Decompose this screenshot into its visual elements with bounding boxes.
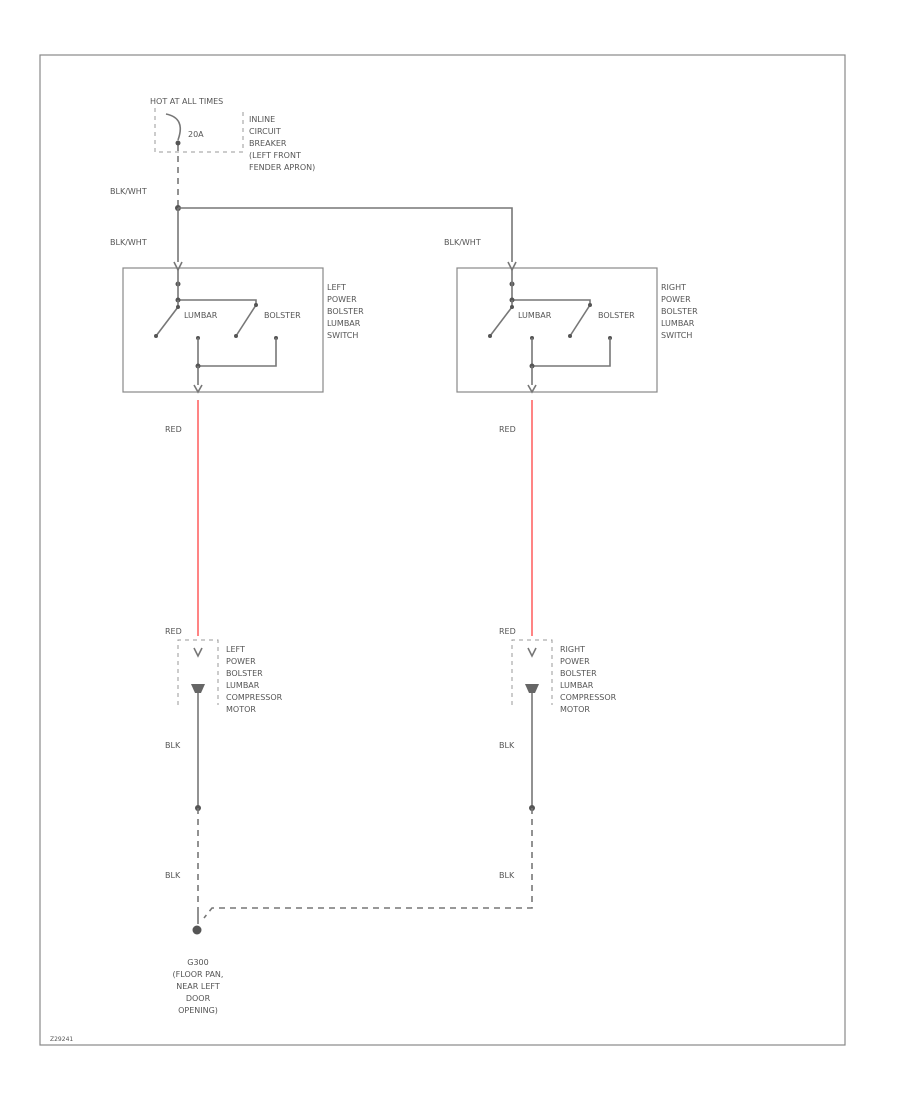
ground-label-4: DOOR (186, 994, 211, 1003)
left-switch: LUMBAR BOLSTER LEFT POWER BOLSTER LUMBAR… (122, 261, 364, 394)
wire-label-left-blk-a: BLK (165, 741, 181, 750)
right-ground-dashed (203, 808, 533, 919)
left-switch-label-2: POWER (327, 295, 357, 304)
left-switch-label-4: LUMBAR (327, 319, 361, 328)
diagram-code: Z29241 (50, 1036, 73, 1043)
motor-icon (525, 684, 539, 693)
ground-point-icon (192, 925, 202, 935)
left-switch-box (122, 267, 324, 393)
right-switch-label-5: SWITCH (661, 331, 692, 340)
wire-label-left-red-top: RED (165, 425, 182, 434)
motor-icon (191, 684, 205, 693)
ground-label-3: NEAR LEFT (176, 982, 220, 991)
right-motor-label-1: RIGHT (560, 645, 585, 654)
right-motor-label-6: MOTOR (560, 705, 590, 714)
right-compressor-motor: RIGHT POWER BOLSTER LUMBAR COMPRESSOR MO… (511, 639, 617, 714)
left-switch-label-1: LEFT (327, 283, 346, 292)
wire-label-right-red-top: RED (499, 425, 516, 434)
left-compressor-motor: LEFT POWER BOLSTER LUMBAR COMPRESSOR MOT… (177, 639, 283, 714)
crossover-wire (178, 207, 513, 262)
wire-label-main-b: BLK/WHT (110, 238, 147, 247)
left-switch-label-5: SWITCH (327, 331, 358, 340)
left-bolster-label: BOLSTER (264, 311, 301, 320)
left-motor-label-4: LUMBAR (226, 681, 260, 690)
diagram-frame (39, 54, 846, 1046)
left-motor-label-3: BOLSTER (226, 669, 263, 678)
right-motor-label-3: BOLSTER (560, 669, 597, 678)
right-switch-label-3: BOLSTER (661, 307, 698, 316)
ground-label-2: (FLOOR PAN, (173, 970, 224, 979)
left-motor-label-2: POWER (226, 657, 256, 666)
main-feed-connector (175, 140, 181, 146)
right-motor-label-4: LUMBAR (560, 681, 594, 690)
wire-label-right-red-bottom: RED (499, 627, 516, 636)
right-switch-label-2: POWER (661, 295, 691, 304)
right-lumbar-label: LUMBAR (518, 311, 552, 320)
wire-label-left-red-bottom: RED (165, 627, 182, 636)
wire-label-right-feed: BLK/WHT (444, 238, 481, 247)
wire-label-right-blk-b: BLK (499, 871, 515, 880)
right-motor-label-2: POWER (560, 657, 590, 666)
breaker-symbol (165, 113, 182, 141)
left-motor-label-5: COMPRESSOR (226, 693, 283, 702)
right-switch: LUMBAR BOLSTER RIGHT POWER BOLSTER LUMBA… (456, 261, 698, 394)
breaker-label-3: BREAKER (249, 139, 287, 148)
right-motor-label-5: COMPRESSOR (560, 693, 617, 702)
wire-label-left-blk-b: BLK (165, 871, 181, 880)
ground-label: G300 (FLOOR PAN, NEAR LEFT DOOR OPENING) (173, 958, 224, 1015)
right-switch-box (456, 267, 658, 393)
right-switch-label-1: RIGHT (661, 283, 686, 292)
breaker-label-5: FENDER APRON) (249, 163, 315, 172)
circuit-breaker: HOT AT ALL TIMES 20A INLINE CIRCUIT BREA… (150, 97, 315, 172)
left-lumbar-label: LUMBAR (184, 311, 218, 320)
ground-label-5: OPENING) (178, 1006, 218, 1015)
left-motor-label-6: MOTOR (226, 705, 256, 714)
breaker-label-1: INLINE (249, 115, 275, 124)
wire-label-main-a: BLK/WHT (110, 187, 147, 196)
breaker-amp-label: 20A (188, 130, 204, 139)
hot-at-all-times-label: HOT AT ALL TIMES (150, 97, 223, 106)
left-switch-label-3: BOLSTER (327, 307, 364, 316)
wire-label-right-blk-a: BLK (499, 741, 515, 750)
breaker-label-2: CIRCUIT (249, 127, 281, 136)
left-motor-label-1: LEFT (226, 645, 245, 654)
ground-label-1: G300 (187, 958, 208, 967)
right-switch-label-4: LUMBAR (661, 319, 695, 328)
breaker-label-4: (LEFT FRONT (249, 151, 301, 160)
right-bolster-label: BOLSTER (598, 311, 635, 320)
